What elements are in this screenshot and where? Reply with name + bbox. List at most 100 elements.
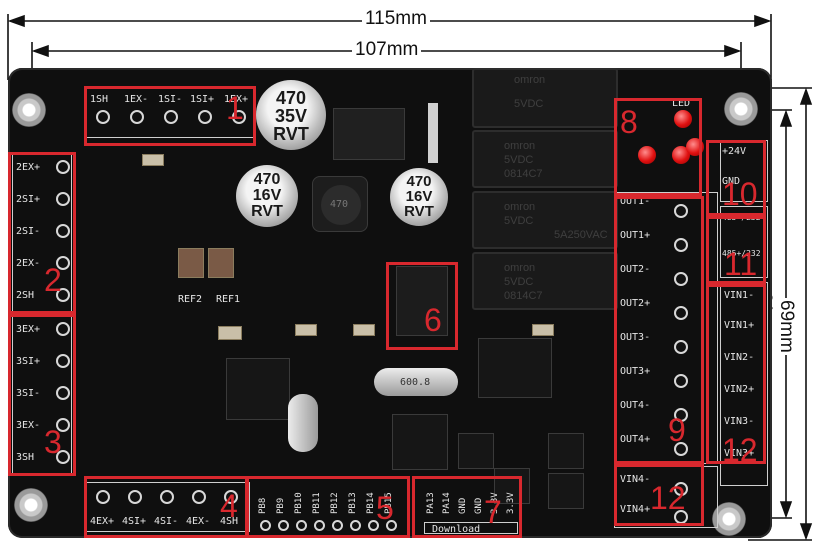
- callout-box-7: [412, 476, 522, 538]
- connector-block-5: PB8 PB9 PB10 PB11 PB12 PB13 PB14 PB15: [252, 478, 412, 536]
- pin-hole: [296, 520, 307, 531]
- callout-number-12-lower: 12: [650, 480, 686, 516]
- pin-label: 3EX+: [16, 324, 41, 335]
- pin-hole: [164, 110, 178, 124]
- callout-number-7: 7: [484, 494, 502, 530]
- crystal-oscillator: 600.8: [374, 368, 458, 396]
- smd-inductor: [208, 248, 234, 278]
- pin-hole: [674, 340, 688, 354]
- pin-hole: [314, 520, 325, 531]
- callout-box-2: [8, 152, 76, 314]
- pin-hole: [160, 490, 174, 504]
- relay-brand: omron: [504, 140, 536, 152]
- pin-hole: [56, 418, 70, 432]
- pin-label: 2EX+: [16, 162, 41, 173]
- pin-label: VIN4-: [620, 474, 651, 485]
- callout-number-10: 10: [722, 176, 758, 212]
- pin-hole: [56, 256, 70, 270]
- cap-brand: RVT: [404, 203, 434, 220]
- pin-hole: [332, 520, 343, 531]
- pin-hole: [192, 490, 206, 504]
- callout-box-8: [614, 98, 702, 196]
- pin-hole: [96, 110, 110, 124]
- relay-rating: 5VDC: [514, 98, 544, 110]
- pin-label: OUT1-: [620, 196, 651, 207]
- ic-chip: [478, 338, 552, 398]
- smd-inductor: [178, 248, 204, 278]
- pin-label: 1EX+: [224, 94, 249, 105]
- relay-code: 0814C7: [504, 168, 543, 180]
- relay-brand: omron: [504, 201, 536, 213]
- pin-label: VIN4+: [620, 504, 651, 515]
- led-label: LED: [672, 98, 691, 109]
- pin-label: VIN1+: [724, 320, 755, 331]
- smd-capacitor: [532, 324, 554, 336]
- connector-block-4: 4EX+ 4SI+ 4SI- 4EX- 4SH: [86, 478, 250, 534]
- pin-label: OUT3+: [620, 366, 651, 377]
- pin-label: OUT4-: [620, 400, 651, 411]
- pin-label: 1SI-: [158, 94, 183, 105]
- callout-number-3: 3: [44, 424, 62, 460]
- pin-hole: [278, 520, 289, 531]
- callout-number-4: 4: [220, 488, 238, 524]
- pin-label: OUT4+: [620, 434, 651, 445]
- pin-label: +24V: [722, 146, 747, 157]
- hole-width-label: 107mm: [352, 40, 422, 60]
- heatsink-tab: [428, 103, 438, 163]
- pin-hole: [56, 450, 70, 464]
- pin-hole: [96, 490, 110, 504]
- pin-hole: [674, 204, 688, 218]
- cap-value: 470: [406, 173, 432, 190]
- pin-label: 485+/232: [722, 249, 761, 258]
- ref-label: REF2: [178, 294, 203, 305]
- ref-label: REF1: [216, 294, 241, 305]
- callout-number-11: 11: [724, 246, 758, 282]
- pin-label: 2SH: [16, 290, 35, 301]
- pin-hole: [56, 354, 70, 368]
- pin-label: OUT2+: [620, 298, 651, 309]
- optocoupler: [458, 433, 494, 469]
- pin-label: GND: [722, 176, 741, 187]
- pin-label: VIN2-: [724, 352, 755, 363]
- pin-hole: [56, 288, 70, 302]
- pin-label: 4SI+: [122, 516, 147, 527]
- pin-label: 3SH: [16, 452, 35, 463]
- callout-box-9: [614, 196, 704, 464]
- pin-hole: [56, 224, 70, 238]
- callout-box-3: [8, 314, 76, 476]
- pin-hole: [56, 322, 70, 336]
- cap-value: 470: [253, 171, 281, 188]
- capacitor-470-35v: 470 35V RVT: [256, 80, 326, 150]
- led-red-icon: [638, 146, 656, 164]
- smd-capacitor: [295, 324, 317, 336]
- pin-label: VIN2+: [724, 384, 755, 395]
- callout-number-9: 9: [668, 412, 686, 448]
- pin-label: 1SI+: [190, 94, 215, 105]
- mounting-hole-tr-icon: [724, 92, 758, 126]
- callout-number-8: 8: [620, 104, 638, 140]
- inductor-label: 470: [330, 199, 349, 210]
- callout-box-12-lower: [614, 464, 704, 526]
- callout-number-2: 2: [44, 262, 62, 298]
- relay-contact: 5A250VAC: [554, 229, 608, 241]
- relay-brand: omron: [514, 74, 546, 86]
- pcb-board: 470 35V RVT 470 16V RVT 470 16V RVT 470 …: [8, 68, 772, 538]
- callout-box-6: [386, 262, 458, 350]
- relay-2: omron 5VDC 0814C7: [472, 130, 618, 188]
- pin-label: 3SI+: [16, 356, 41, 367]
- pin-hole: [350, 520, 361, 531]
- pin-label: 3SI-: [16, 388, 41, 399]
- cap-voltage: 16V: [252, 187, 282, 204]
- pin-label: VIN3-: [724, 416, 755, 427]
- callout-number-12-upper: 12: [722, 432, 758, 468]
- total-width-label: 115mm: [362, 9, 430, 29]
- callout-box-10: [706, 140, 766, 216]
- pin-label: 2SI-: [16, 226, 41, 237]
- pin-hole: [260, 520, 271, 531]
- download-label: Download: [432, 524, 481, 535]
- cap-brand: RVT: [273, 124, 309, 144]
- relay-code: 0814C7: [504, 290, 543, 302]
- cap-value: 470: [275, 88, 307, 108]
- capacitor-470-16v-a: 470 16V RVT: [236, 165, 298, 227]
- total-height-label: 69mm: [776, 298, 797, 355]
